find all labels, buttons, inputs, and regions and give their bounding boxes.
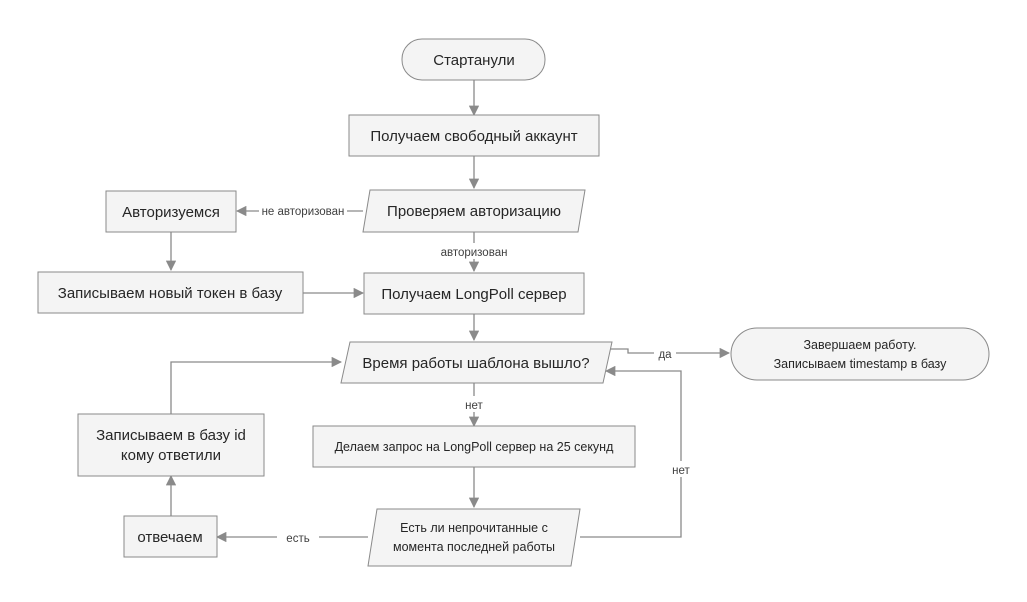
- node-authorize: Авторизуемся: [105, 190, 237, 233]
- node-start: Стартанули: [401, 38, 546, 81]
- edge-time-check-to-finish: [603, 347, 731, 359]
- node-reply: отвечаем: [123, 515, 218, 558]
- node-unread: Есть ли непрочитанные с момента последне…: [367, 508, 581, 567]
- node-save-id-label-line2: кому ответили: [121, 447, 221, 464]
- node-check-auth: Проверяем авторизацию: [362, 189, 586, 233]
- node-time-check: Время работы шаблона вышло?: [340, 341, 613, 384]
- node-unread-label-line2: момента последней работы: [393, 540, 555, 554]
- edge-labels: не авторизован авторизован да нет нет ес…: [259, 203, 697, 545]
- node-get-account: Получаем свободный аккаунт: [348, 114, 600, 157]
- node-authorize-label: Авторизуемся: [122, 204, 220, 221]
- node-start-label: Стартанули: [433, 52, 515, 69]
- edge-save-id-to-time-check: [170, 356, 343, 414]
- node-request-label: Делаем запрос на LongPoll сервер на 25 с…: [335, 440, 614, 454]
- node-request: Делаем запрос на LongPoll сервер на 25 с…: [312, 425, 636, 468]
- edge-label-authorized: авторизован: [441, 247, 508, 259]
- node-finish: Завершаем работу. Записываем timestamp в…: [730, 327, 990, 381]
- edge-label-no-time: нет: [465, 400, 483, 412]
- node-finish-label-line1: Завершаем работу.: [804, 338, 917, 352]
- node-finish-label-line2: Записываем timestamp в базу: [774, 357, 947, 371]
- node-save-id-label-line1: Записываем в базу id: [96, 427, 246, 444]
- edge-label-yes: да: [658, 349, 672, 361]
- node-unread-label-line1: Есть ли непрочитанные с: [400, 521, 548, 535]
- node-get-longpoll: Получаем LongPoll сервер: [363, 272, 585, 315]
- edge-unread-to-time-check: [580, 365, 682, 538]
- node-save-id: Записываем в базу id кому ответили: [77, 413, 265, 477]
- edge-label-no-unread: нет: [672, 465, 690, 477]
- edge-label-not-authorized: не авторизован: [262, 206, 345, 218]
- node-reply-label: отвечаем: [137, 529, 202, 546]
- node-time-check-label: Время работы шаблона вышло?: [362, 355, 589, 372]
- node-get-longpoll-label: Получаем LongPoll сервер: [381, 286, 566, 303]
- node-save-token: Записываем новый токен в базу: [37, 271, 304, 314]
- node-get-account-label: Получаем свободный аккаунт: [370, 128, 577, 145]
- node-save-token-label: Записываем новый токен в базу: [58, 285, 283, 302]
- node-check-auth-label: Проверяем авторизацию: [387, 203, 561, 220]
- edge-label-has-unread: есть: [286, 533, 309, 545]
